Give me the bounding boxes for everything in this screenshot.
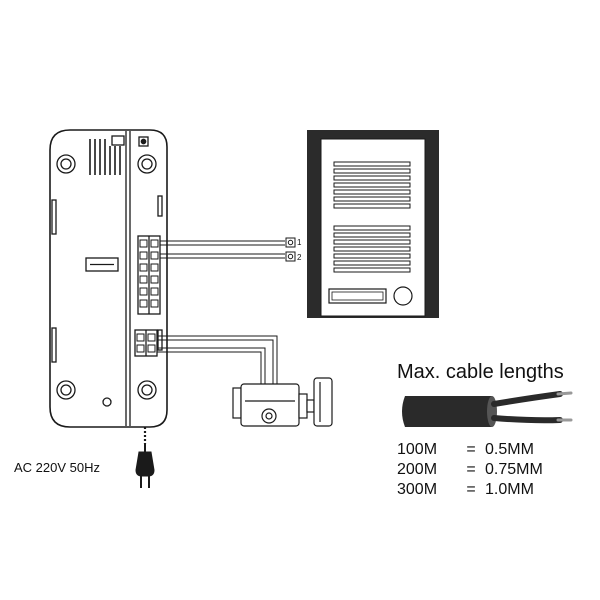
cable-spec-gauge: 0.75MM	[485, 461, 543, 478]
terminal-1-label: 1	[297, 238, 302, 247]
cable-spec-row: 300M = 1.0MM	[397, 482, 534, 498]
power-supply-label: AC 220V 50Hz	[14, 460, 100, 475]
cable-spec-gauge: 0.5MM	[485, 441, 534, 458]
cable-spec-row: 100M = 0.5MM	[397, 442, 534, 458]
cable-lengths-title: Max. cable lengths	[397, 361, 564, 383]
cable-spec-length: 200M	[397, 461, 438, 478]
call-button	[393, 286, 413, 306]
outdoor-panel	[307, 130, 439, 318]
cable-spec-length: 300M	[397, 481, 438, 498]
speaker-grille	[333, 161, 411, 273]
cable-spec-equals: =	[466, 481, 476, 498]
cable-spec-length: 100M	[397, 441, 438, 458]
cable-spec-row: 200M = 0.75MM	[397, 462, 543, 478]
panel-wires	[160, 237, 296, 262]
cable-spec-gauge: 1.0MM	[485, 481, 534, 498]
cable-spec-equals: =	[466, 441, 476, 458]
name-plate	[328, 288, 387, 304]
cable-illustration	[402, 391, 573, 427]
power-plug	[135, 427, 155, 488]
lock-wires	[157, 335, 278, 388]
electric-lock	[232, 377, 333, 427]
cable-spec-equals: =	[466, 461, 476, 478]
terminal-2-label: 2	[297, 253, 302, 262]
indoor-monitor-back	[49, 129, 168, 428]
